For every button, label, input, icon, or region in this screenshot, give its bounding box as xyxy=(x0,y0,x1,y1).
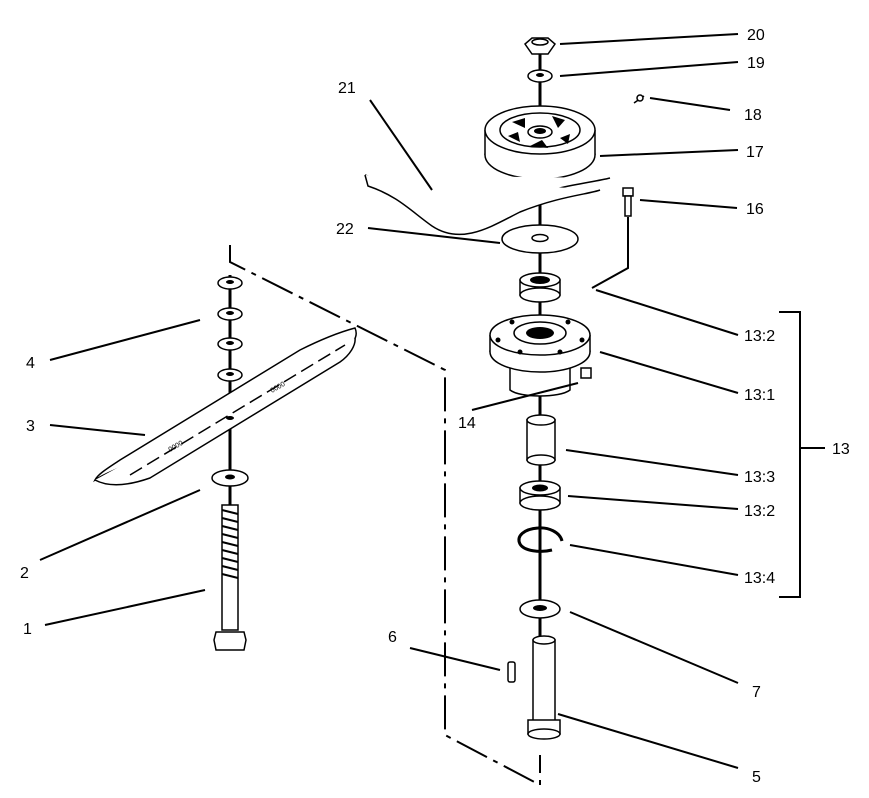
lock-washer xyxy=(527,69,553,83)
blade-bolt xyxy=(213,504,247,651)
leader-lines xyxy=(39,33,825,769)
callout-20: 20 xyxy=(747,27,765,44)
spacer-washer xyxy=(501,224,579,254)
callout-1: 1 xyxy=(23,621,32,638)
callout-19: 19 xyxy=(747,55,765,72)
callout-6: 6 xyxy=(388,629,397,646)
spindle-washer xyxy=(519,599,561,619)
blade-washer xyxy=(211,469,249,487)
woodruff-key xyxy=(507,661,516,683)
callout-13-3: 13:3 xyxy=(744,469,775,486)
bearing-lower xyxy=(519,480,561,511)
set-screw xyxy=(633,94,645,104)
bolt-small xyxy=(622,187,634,217)
grease-fitting xyxy=(580,367,592,379)
spindle-shaft xyxy=(527,635,561,740)
callout-14: 14 xyxy=(458,415,476,432)
pulley xyxy=(484,105,596,180)
callout-17: 17 xyxy=(746,144,764,161)
callout-2: 2 xyxy=(20,565,29,582)
snap-ring xyxy=(517,526,564,553)
cutting-blade: 0000 0000 xyxy=(93,327,357,486)
callout-13-2-upper: 13:2 xyxy=(744,328,775,345)
spacer-tube xyxy=(526,414,556,466)
alignment-line xyxy=(229,245,541,787)
assembly-bracket xyxy=(779,311,801,598)
spacer-washers xyxy=(217,276,243,382)
spindle-housing xyxy=(489,314,591,397)
callout-3: 3 xyxy=(26,418,35,435)
callout-22: 22 xyxy=(336,221,354,238)
callout-16: 16 xyxy=(746,201,764,218)
callout-21: 21 xyxy=(338,80,356,97)
drive-belt xyxy=(364,174,611,236)
callout-13-4: 13:4 xyxy=(744,570,775,587)
bearing-upper xyxy=(519,272,561,303)
callout-7: 7 xyxy=(752,684,761,701)
callout-18: 18 xyxy=(744,107,762,124)
callout-13-1: 13:1 xyxy=(744,387,775,404)
nut xyxy=(523,37,557,55)
callout-13-2-lower: 13:2 xyxy=(744,503,775,520)
callout-13: 13 xyxy=(832,441,850,458)
callout-4: 4 xyxy=(26,355,35,372)
callout-5: 5 xyxy=(752,769,761,786)
